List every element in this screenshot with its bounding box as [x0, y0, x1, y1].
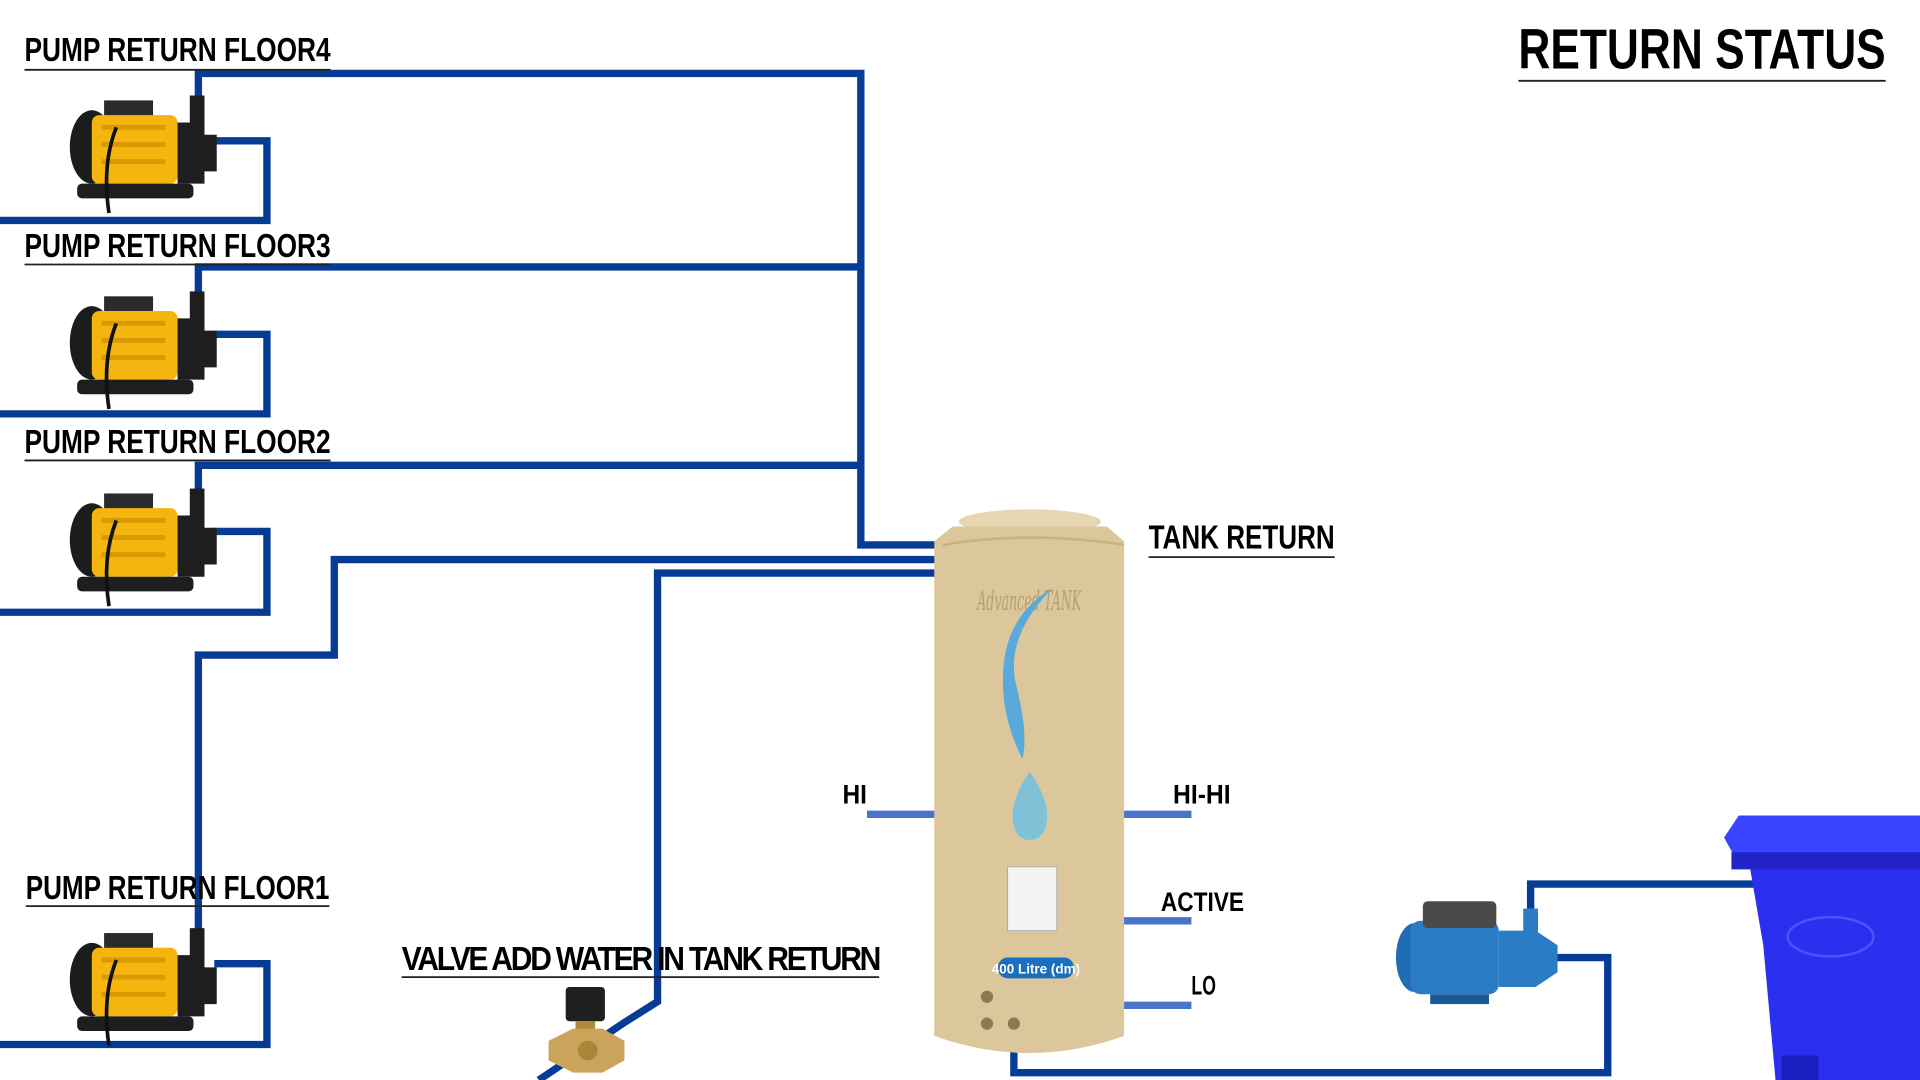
tank-icon: Advanced TANK 400 Litre (dm) — [934, 509, 1125, 1054]
solenoid-valve-icon — [548, 986, 625, 1073]
valve-add-water[interactable] — [548, 986, 625, 1073]
level-hi: HI — [842, 779, 935, 818]
pump-floor3[interactable]: PUMP RETURN FLOOR3 — [24, 228, 331, 411]
svg-text:RETURN STATUS: RETURN STATUS — [1518, 18, 1885, 81]
tank-return[interactable]: TANK RETURN Advanced TANK 400 Litre (dm) — [934, 509, 1335, 1054]
valve-label: VALVE ADD WATER IN TANK RETURN — [402, 941, 880, 978]
svg-text:HI: HI — [842, 779, 866, 809]
pump-floor4-icon — [67, 93, 219, 215]
svg-text:HI-HI: HI-HI — [1173, 779, 1231, 809]
level-hihi: HI-HI — [1124, 779, 1231, 818]
tank-return-label: TANK RETURN — [1149, 520, 1335, 557]
tank-capacity: 400 Litre (dm) — [992, 961, 1080, 976]
transfer-pump-icon[interactable] — [1395, 901, 1558, 1005]
pump-floor2-label: PUMP RETURN FLOOR2 — [24, 424, 330, 461]
svg-text:ACTIVE: ACTIVE — [1161, 887, 1244, 917]
storage-bin-icon[interactable] — [1724, 815, 1920, 1080]
pump-floor1-label: PUMP RETURN FLOOR1 — [26, 870, 330, 907]
pump-floor1[interactable]: PUMP RETURN FLOOR1 — [26, 870, 330, 1048]
pump-floor4[interactable]: PUMP RETURN FLOOR4 — [24, 32, 331, 215]
svg-text:LO: LO — [1191, 970, 1215, 1000]
pump-floor3-icon — [67, 289, 219, 411]
return-status-title: RETURN STATUS — [1518, 18, 1886, 82]
level-lo: LO — [1124, 970, 1216, 1009]
pump-floor3-label: PUMP RETURN FLOOR3 — [24, 228, 330, 265]
level-active: ACTIVE — [1124, 887, 1244, 925]
valve-label-group: VALVE ADD WATER IN TANK RETURN — [401, 941, 882, 979]
pump-floor4-label: PUMP RETURN FLOOR4 — [24, 32, 331, 69]
pump-floor2[interactable]: PUMP RETURN FLOOR2 — [24, 424, 331, 608]
pump-floor1-icon — [67, 926, 219, 1048]
pump-floor2-icon — [67, 486, 219, 608]
